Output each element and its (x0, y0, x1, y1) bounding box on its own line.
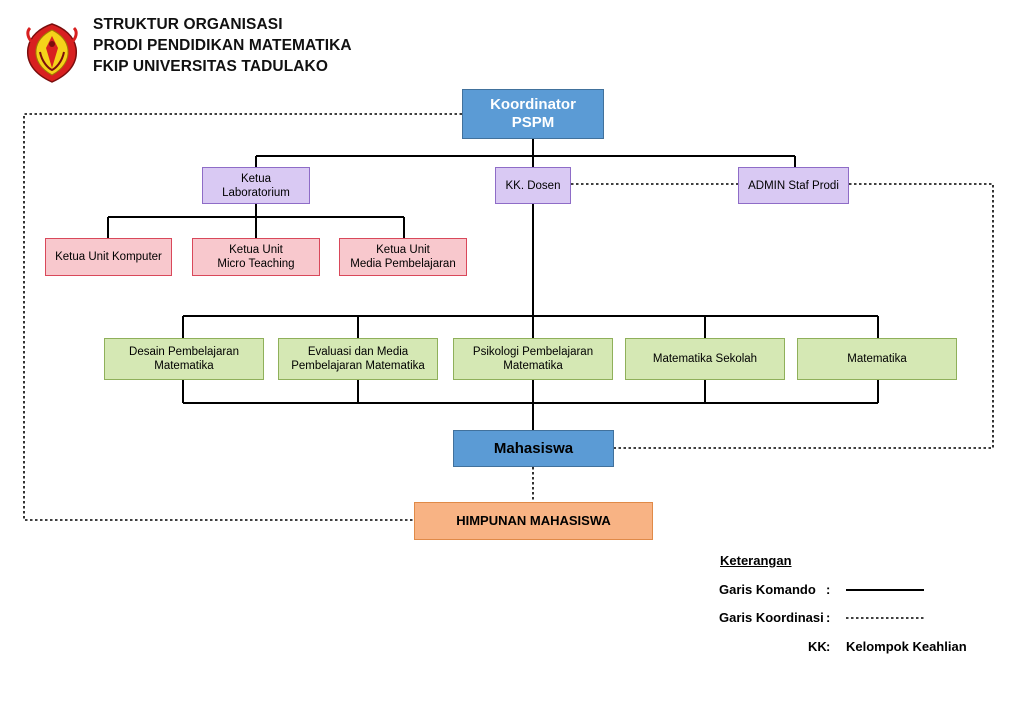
node-text: Laboratorium (222, 186, 290, 199)
node-text: Matematika (503, 360, 563, 372)
node-text: Psikologi Pembelajaran (472, 346, 594, 358)
node-matematika-sekolah: Matematika Sekolah (625, 338, 785, 380)
node-text: Ketua Unit (229, 244, 283, 256)
node-admin-staf-prodi: ADMIN Staf Prodi (738, 167, 849, 204)
node-text: Matematika (847, 353, 907, 365)
legend-komando-label: Garis Komando (719, 582, 816, 597)
legend-koordinasi-colon: : (826, 610, 831, 625)
node-text: ADMIN Staf Prodi (748, 179, 839, 192)
node-text: Matematika (154, 360, 214, 372)
tadulako-logo (26, 23, 78, 83)
node-text: Mahasiswa (493, 439, 574, 457)
node-text: Matematika Sekolah (652, 353, 758, 365)
node-matematika: Matematika (797, 338, 957, 380)
node-text: Media Pembelajaran (350, 258, 456, 270)
legend-kk-colon: : (826, 639, 831, 654)
node-kk-dosen: KK. Dosen (495, 167, 571, 204)
legend-koordinasi-label: Garis Koordinasi (719, 610, 824, 625)
node-text: KK. Dosen (505, 179, 561, 192)
node-text: Ketua (240, 172, 272, 185)
node-text: Pembelajaran Matematika (291, 360, 425, 372)
page-title: STRUKTUR ORGANISASI PRODI PENDIDIKAN MAT… (93, 14, 352, 77)
node-mahasiswa: Mahasiswa (453, 430, 614, 467)
legend-komando-colon: : (826, 582, 831, 597)
title-line-2: PRODI PENDIDIKAN MATEMATIKA (93, 37, 352, 54)
legend-title: Keterangan (720, 553, 792, 568)
coordination-lines (23, 113, 994, 619)
node-ketua-unit-komputer: Ketua Unit Komputer (45, 238, 172, 276)
legend-kk-label: KK (808, 639, 827, 654)
node-text: Ketua Unit Komputer (55, 251, 162, 263)
node-text: PSPM (511, 114, 555, 131)
title-line-1: STRUKTUR ORGANISASI (93, 16, 283, 33)
node-text: Ketua Unit (376, 244, 430, 256)
node-text: Koordinator (490, 96, 576, 113)
node-himpunan-mahasiswa: HIMPUNAN MAHASISWA (414, 502, 653, 540)
command-lines (107, 139, 924, 591)
node-text: Micro Teaching (217, 258, 295, 270)
legend-kk-value: Kelompok Keahlian (846, 639, 967, 654)
title-line-3: FKIP UNIVERSITAS TADULAKO (93, 58, 329, 75)
node-text: HIMPUNAN MAHASISWA (456, 513, 611, 528)
node-text: Evaluasi dan Media (307, 346, 409, 358)
node-text: Desain Pembelajaran (129, 346, 239, 358)
